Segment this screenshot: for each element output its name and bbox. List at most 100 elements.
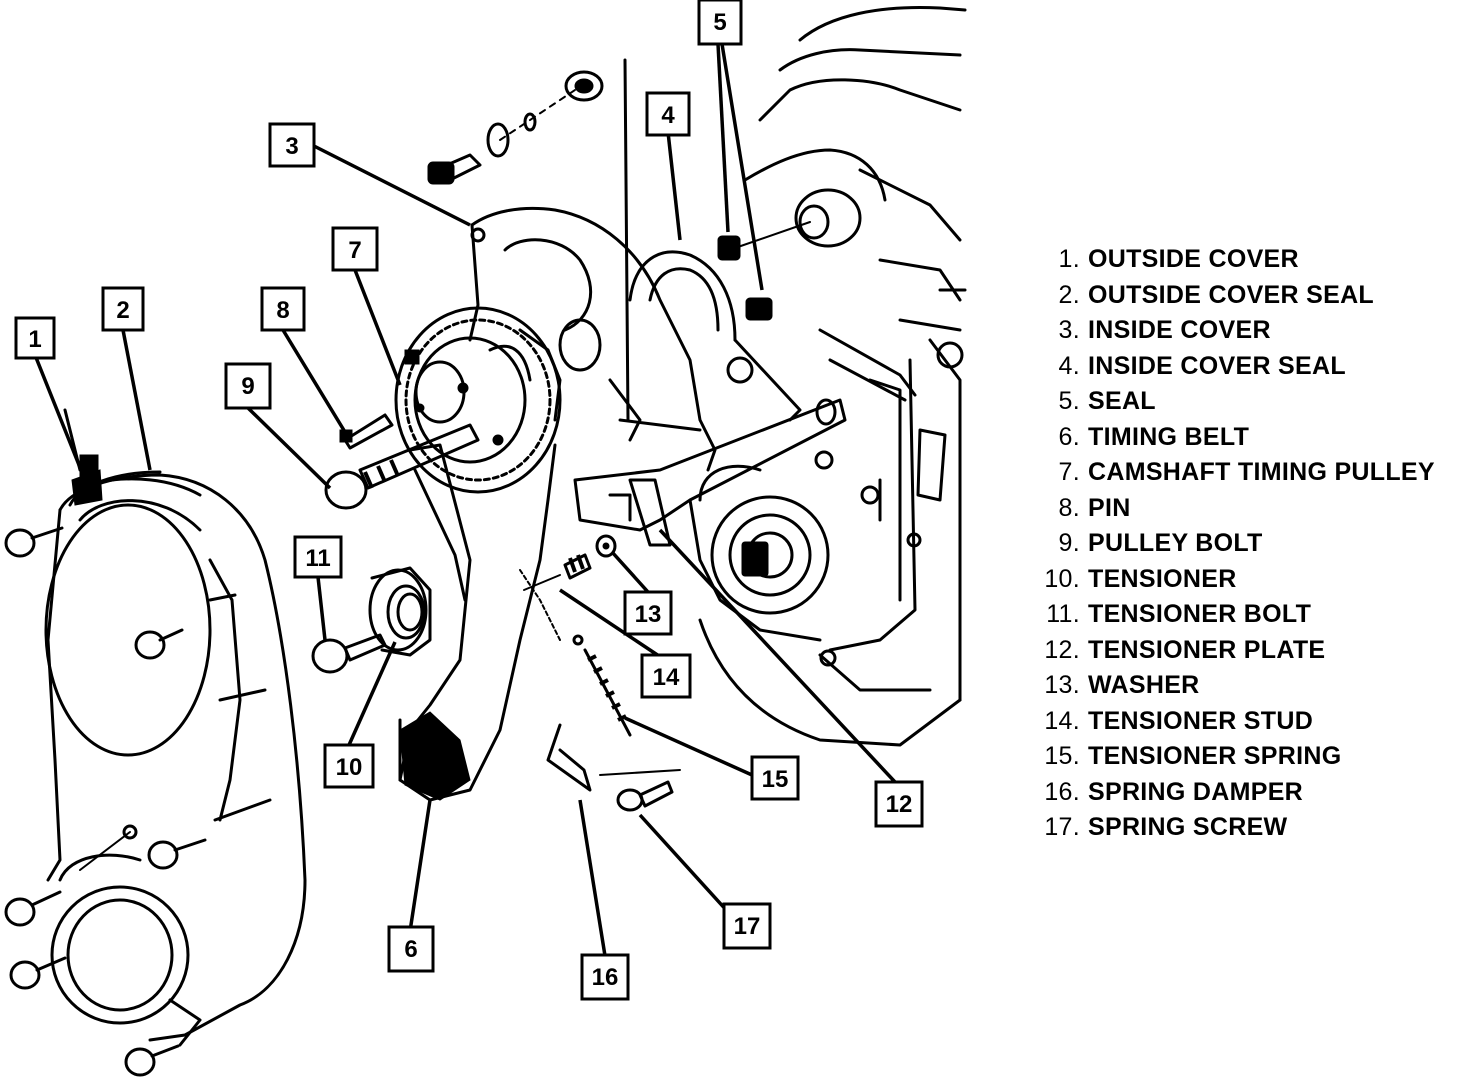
legend-item: 12. TENSIONER PLATE: [1032, 633, 1472, 669]
callout-10: 10: [323, 743, 375, 789]
tensioner-bolt-part: [311, 633, 387, 674]
legend-number: 4.: [1058, 351, 1080, 380]
svg-text:5: 5: [713, 9, 726, 36]
engine-block: [698, 6, 967, 747]
svg-text:2: 2: [116, 297, 129, 324]
outside-cover-seal-part: [98, 477, 202, 497]
legend-number: 1.: [1058, 245, 1080, 274]
legend-item: 10. TENSIONER: [1032, 562, 1472, 598]
legend-item: 2. OUTSIDE COVER SEAL: [1032, 278, 1472, 314]
callout-16: 16: [580, 953, 630, 1001]
tensioner-part: [368, 566, 432, 657]
svg-text:10: 10: [336, 754, 363, 781]
spring-damper-part: [546, 723, 592, 792]
legend-number: 6.: [1058, 422, 1080, 451]
legend-label: TENSIONER: [1088, 564, 1237, 593]
legend-item: 15. TENSIONER SPRING: [1032, 739, 1472, 775]
legend-number: 15.: [1044, 742, 1080, 771]
legend-number: 9.: [1058, 529, 1080, 558]
legend-label: INSIDE COVER SEAL: [1088, 351, 1346, 380]
legend-item: 11. TENSIONER BOLT: [1032, 597, 1472, 633]
cover-bolt-hardware: [427, 70, 604, 185]
leader-lines: [33, 43, 897, 963]
svg-text:6: 6: [404, 936, 417, 963]
legend-item: 16. SPRING DAMPER: [1032, 775, 1472, 811]
callout-11: 11: [293, 535, 343, 579]
legend-label: PIN: [1088, 493, 1131, 522]
legend-number: 2.: [1058, 280, 1080, 309]
callout-3: 3: [268, 122, 316, 168]
legend-number: 10.: [1044, 564, 1080, 593]
pulley-bolt-part: [324, 423, 480, 510]
legend-item: 7. CAMSHAFT TIMING PULLEY: [1032, 455, 1472, 491]
legend-label: INSIDE COVER: [1088, 316, 1271, 345]
callout-15: 15: [750, 755, 800, 801]
parts-legend: 1. OUTSIDE COVER 2. OUTSIDE COVER SEAL 3. I…: [1032, 242, 1472, 846]
svg-text:11: 11: [305, 545, 330, 572]
legend-label: CAMSHAFT TIMING PULLEY: [1088, 458, 1435, 487]
legend-item: 9. PULLEY BOLT: [1032, 526, 1472, 562]
callout-4: 4: [645, 91, 691, 137]
outside-cover-part: [44, 408, 307, 1047]
inside-cover-seal-part: [628, 250, 802, 422]
callout-5: 5: [697, 0, 743, 46]
legend-item: 6. TIMING BELT: [1032, 420, 1472, 456]
pin-part: [339, 413, 394, 450]
legend-item: 1. OUTSIDE COVER: [1032, 242, 1472, 278]
svg-text:12: 12: [886, 791, 913, 818]
callout-12: 12: [874, 780, 924, 828]
legend-number: 3.: [1058, 316, 1080, 345]
legend-number: 5.: [1058, 387, 1080, 416]
legend-label: SPRING SCREW: [1088, 813, 1288, 842]
callout-7: 7: [331, 226, 379, 272]
legend-label: PULLEY BOLT: [1088, 529, 1263, 558]
legend-label: TENSIONER BOLT: [1088, 600, 1312, 629]
callout-14: 14: [640, 653, 692, 699]
svg-text:8: 8: [276, 297, 289, 324]
svg-text:7: 7: [348, 237, 361, 264]
legend-number: 11.: [1046, 600, 1080, 629]
tensioner-stud-part: [523, 553, 592, 591]
legend-item: 5.SEAL: [1032, 384, 1472, 420]
svg-text:3: 3: [285, 133, 298, 160]
callout-8: 8: [260, 286, 306, 332]
svg-text:17: 17: [734, 913, 761, 940]
legend-label: TENSIONER PLATE: [1088, 635, 1326, 664]
legend-number: 16.: [1044, 777, 1080, 806]
camshaft-timing-pulley-part: [394, 306, 562, 494]
legend-number: 8.: [1058, 493, 1080, 522]
tensioner-spring-part: [572, 634, 632, 737]
legend-number: 7.: [1058, 458, 1080, 487]
legend-label: OUTSIDE COVER: [1088, 245, 1299, 274]
inside-cover-part: [468, 58, 717, 472]
callout-2: 2: [101, 286, 145, 332]
spring-screw-part: [599, 769, 681, 812]
callout-17: 17: [722, 902, 772, 950]
legend-item: 8. PIN: [1032, 491, 1472, 527]
svg-text:15: 15: [762, 766, 789, 793]
washer-part: [595, 534, 617, 558]
legend-label: TIMING BELT: [1088, 422, 1250, 451]
crankshaft-sprocket: [698, 464, 830, 615]
legend-item: 17. SPRING SCREW: [1032, 810, 1472, 846]
legend-label: SPRING DAMPER: [1088, 777, 1304, 806]
tensioner-plate-part: [573, 398, 847, 642]
legend-label: WASHER: [1088, 671, 1200, 700]
legend-item: 13. WASHER: [1032, 668, 1472, 704]
callout-6: 6: [387, 925, 435, 973]
svg-text:13: 13: [635, 601, 662, 628]
legend-number: 17.: [1044, 813, 1080, 842]
legend-item: 4. INSIDE COVER SEAL: [1032, 349, 1472, 385]
legend-label: TENSIONER SPRING: [1088, 742, 1342, 771]
timing-belt-part: [398, 443, 561, 802]
legend-item: 3. INSIDE COVER: [1032, 313, 1472, 349]
legend-label: TENSIONER STUD: [1088, 706, 1314, 735]
svg-text:4: 4: [661, 102, 675, 129]
svg-text:9: 9: [241, 373, 254, 400]
legend-label: OUTSIDE COVER SEAL: [1088, 280, 1374, 309]
legend-number: 14.: [1044, 706, 1080, 735]
legend-number: 12.: [1044, 635, 1080, 664]
legend-number: 13.: [1044, 671, 1080, 700]
cover-bolts: [4, 526, 207, 1077]
